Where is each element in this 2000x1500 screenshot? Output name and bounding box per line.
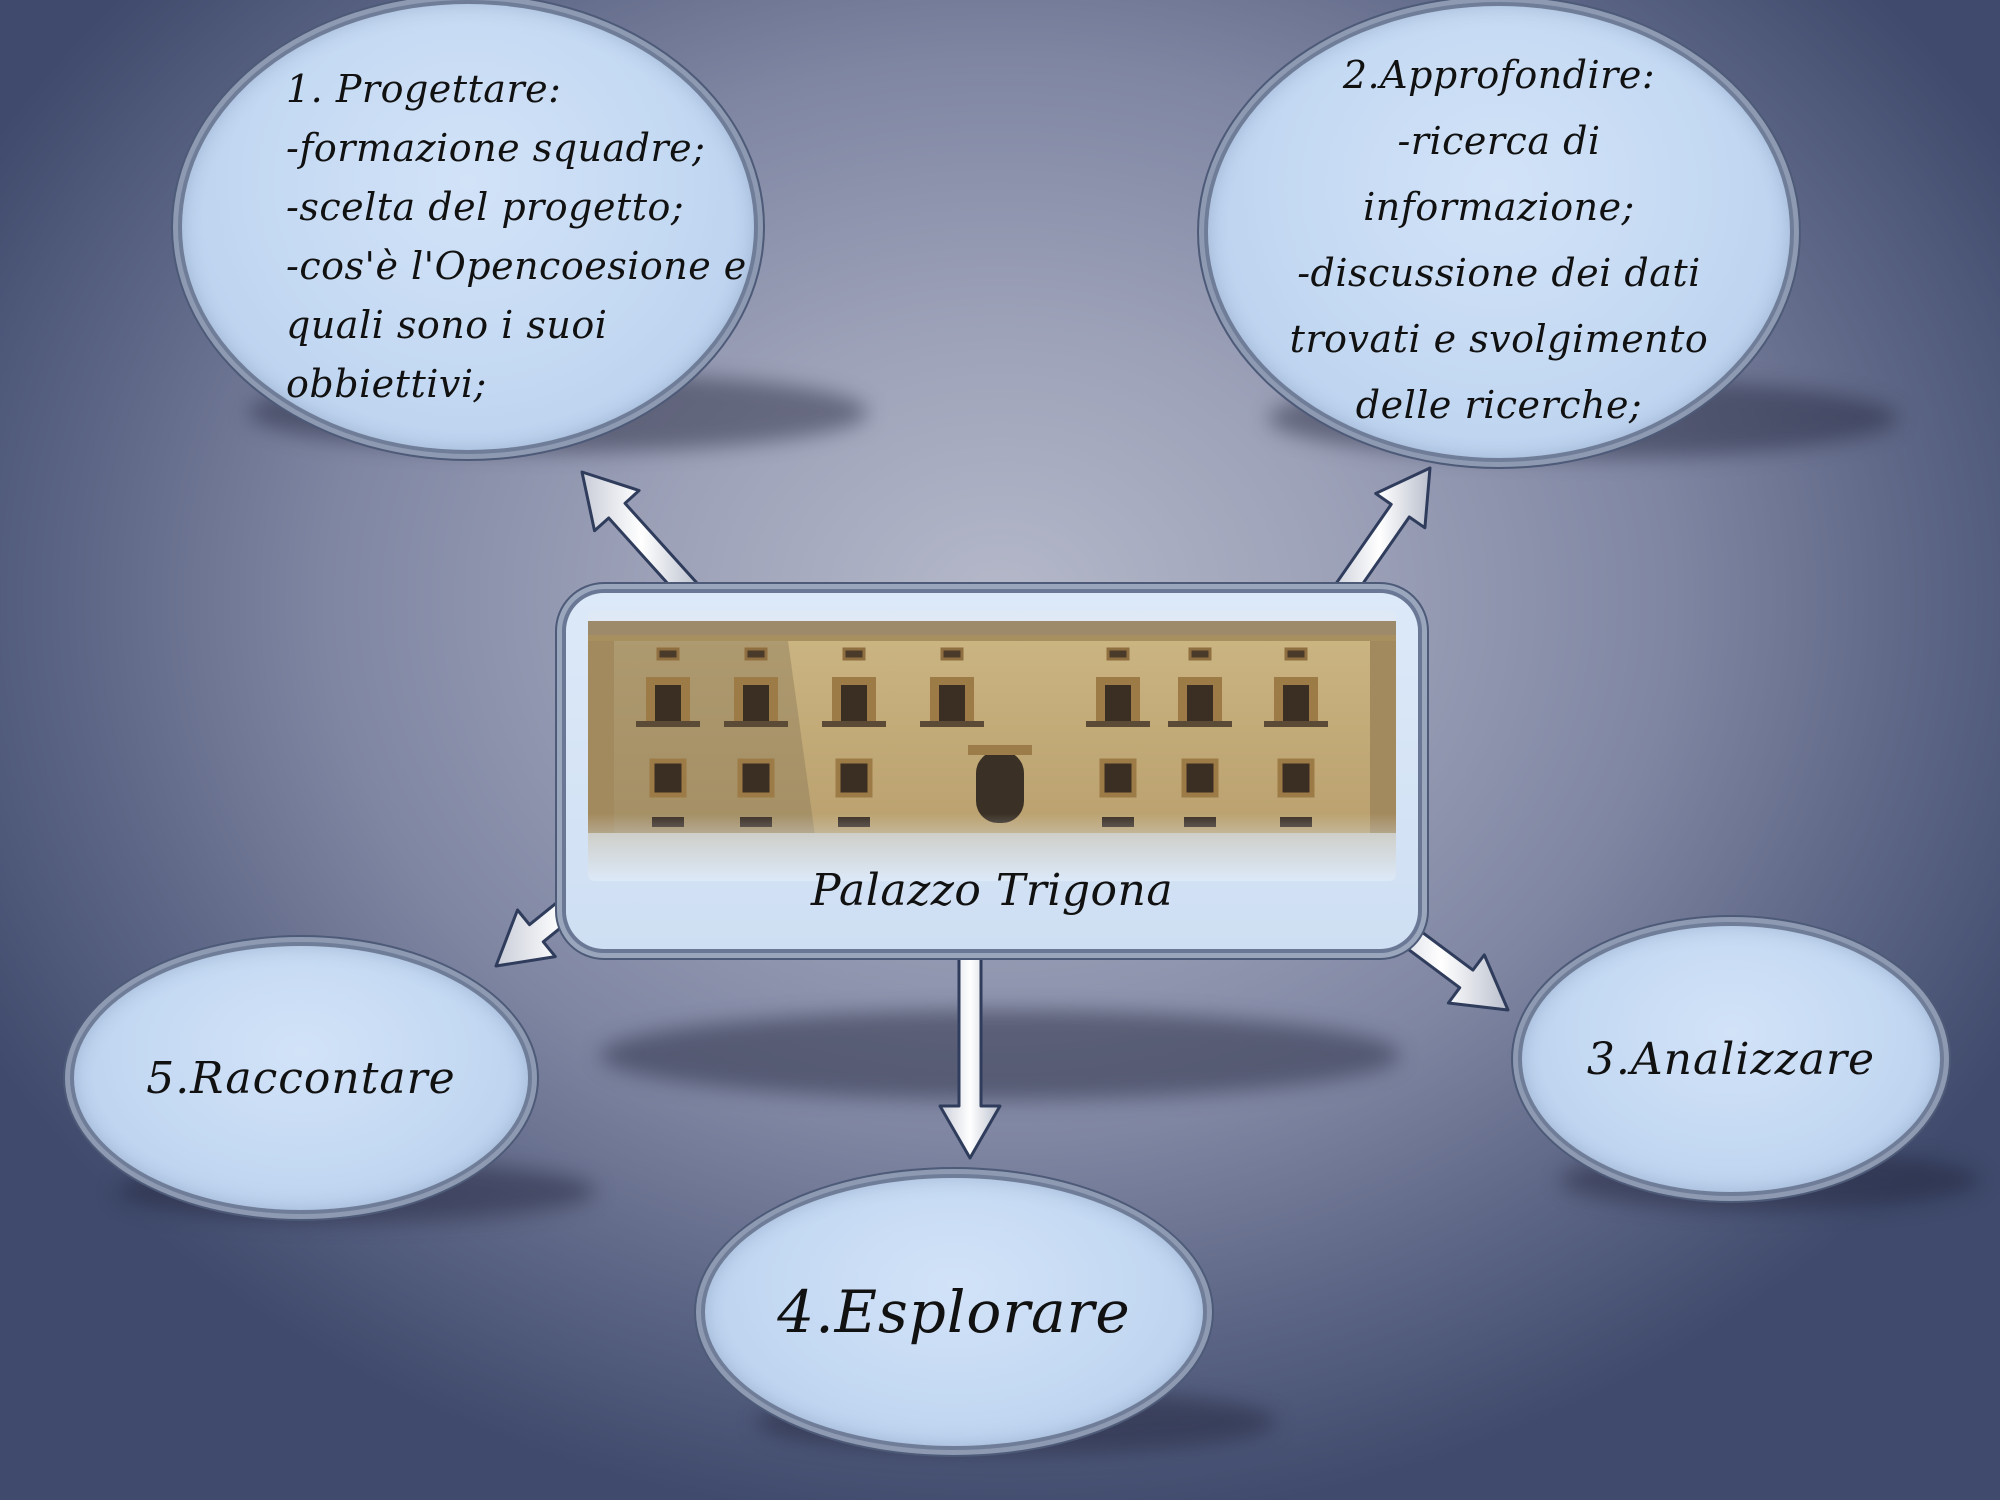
arrow-to-node-1: [580, 470, 702, 603]
node-2-line: delle ricerche;: [1355, 383, 1643, 427]
node-1-line: obbiettivi;: [286, 362, 487, 406]
node-4-label: 4.Esplorare: [777, 1278, 1131, 1346]
node-2-line: trovati e svolgimento: [1289, 317, 1709, 361]
node-1-line: -cos'è l'Opencoesione e: [286, 244, 747, 288]
node-1-line: 1. Progettare:: [286, 67, 562, 111]
node-1-line: -scelta del progetto;: [286, 185, 685, 229]
node-5-raccontare: 5.Raccontare: [74, 946, 528, 1210]
center-caption: Palazzo Trigona: [810, 865, 1174, 916]
node-2-line: -discussione dei dati: [1297, 251, 1701, 295]
node-4-esplorare: 4.Esplorare: [705, 1178, 1203, 1446]
node-1-progettare: 1. Progettare: -formazione squadre; -sce…: [182, 4, 754, 450]
node-2-line: informazione;: [1363, 185, 1635, 229]
node-3-analizzare: 3.Analizzare: [1522, 926, 1940, 1192]
center-image-box: Palazzo Trigona: [566, 593, 1418, 949]
node-2-line: 2.Approfondire:: [1342, 53, 1656, 97]
node-5-label: 5.Raccontare: [146, 1052, 456, 1104]
arrow-to-node-2: [1327, 466, 1432, 608]
node-1-line: -formazione squadre;: [286, 126, 706, 170]
node-2-line: -ricerca di: [1397, 119, 1601, 163]
node-3-label: 3.Analizzare: [1586, 1033, 1876, 1085]
palazzo-photo: [588, 611, 1396, 881]
node-1-line: quali sono i suoi: [286, 303, 608, 347]
node-2-approfondire: 2.Approfondire: -ricerca di informazione…: [1208, 6, 1790, 458]
center-shadow: [600, 1010, 1400, 1100]
arrow-to-node-4: [938, 938, 1002, 1160]
